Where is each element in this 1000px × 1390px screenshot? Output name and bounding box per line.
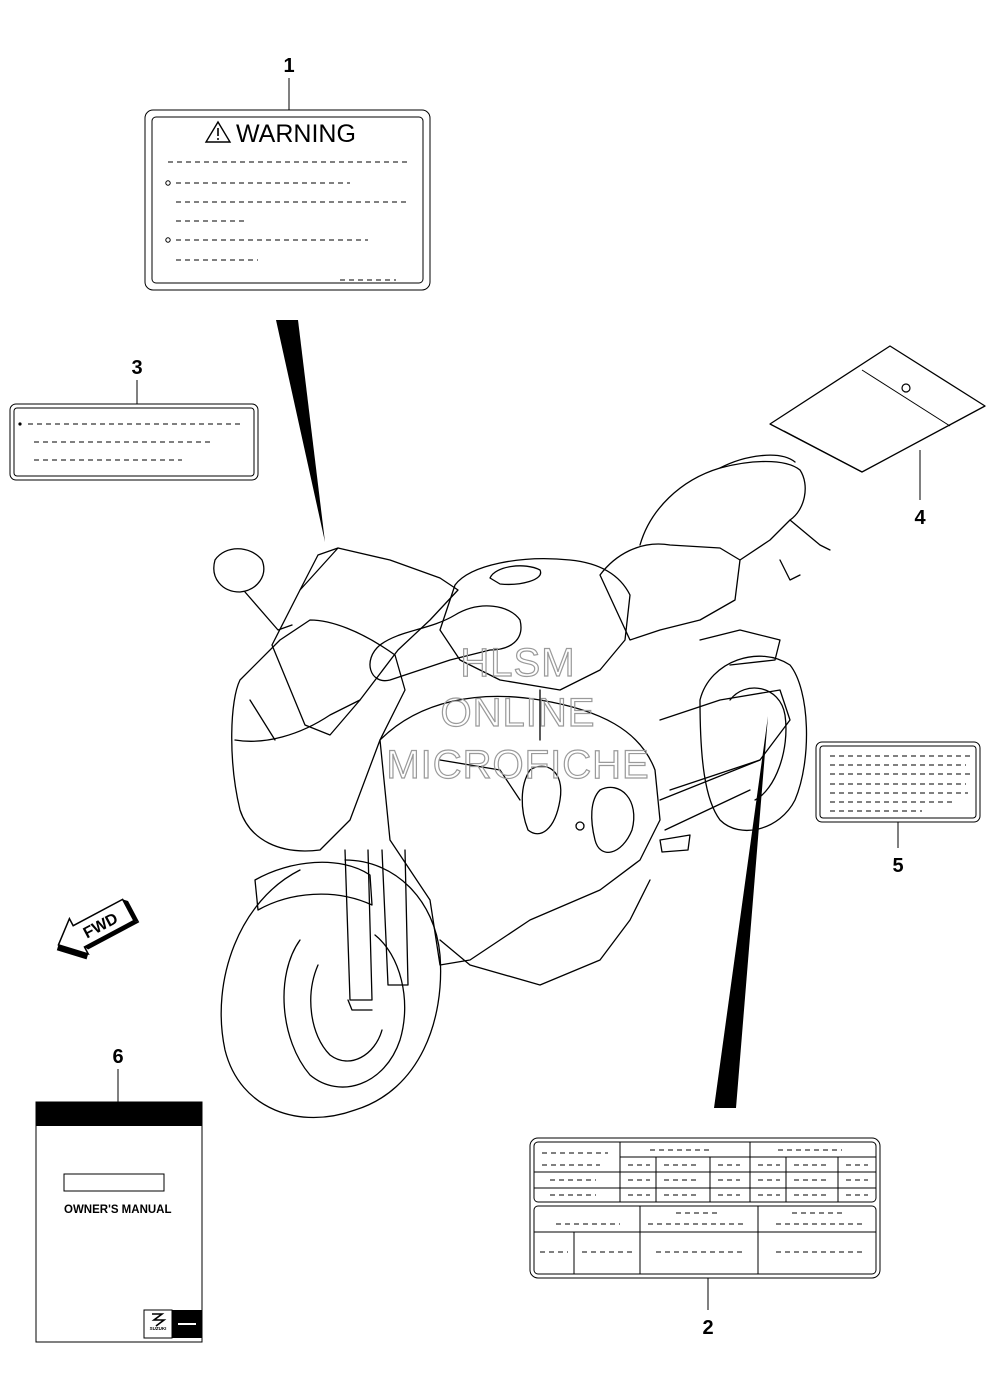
- warning-triangle-icon: [204, 120, 232, 143]
- part-6-owners-manual: 6 OWNER'S MANUAL SUZUKI: [35, 1046, 203, 1343]
- callout-number-5: 5: [892, 855, 903, 877]
- swingarm: [659, 689, 791, 791]
- warning-title: WARNING: [236, 120, 356, 148]
- part-2-spec-label: 2: [529, 1137, 881, 1339]
- leader-blade-2: [714, 716, 768, 1108]
- watermark-line-1: HLSM: [460, 641, 575, 685]
- callout-number-4: 4: [914, 507, 926, 529]
- manual-brand: SUZUKI: [150, 1326, 167, 1331]
- watermark-line-2: ONLINE: [441, 691, 596, 735]
- front-fender: [254, 861, 373, 911]
- watermark: HLSM ONLINE MICROFICHE: [386, 640, 650, 787]
- seat: [599, 543, 741, 641]
- windscreen: [271, 547, 459, 736]
- belly-pan: [439, 879, 651, 986]
- leader-blade-1: [276, 320, 325, 542]
- front-tire: [220, 859, 442, 1118]
- suzuki-logo-icon: SUZUKI: [143, 1309, 173, 1339]
- part-1-warning-label: 1 WARNING: [144, 55, 431, 291]
- rear-tire: [699, 655, 808, 832]
- left-mirror: [213, 548, 265, 593]
- tail-cowl: [639, 460, 806, 561]
- part-5-label: 5: [815, 741, 981, 877]
- callout-number-2: 2: [702, 1317, 713, 1339]
- side-fairing: [379, 695, 661, 966]
- part-4-label: 4: [769, 345, 986, 529]
- fuel-tank: [439, 558, 631, 691]
- handlebar: [369, 605, 522, 682]
- front-fork: [344, 849, 373, 1001]
- part-3-label: 3: [9, 357, 259, 481]
- front-fairing: [231, 619, 406, 852]
- motorcycle-drawing: [213, 454, 831, 1118]
- callout-number-3: 3: [131, 357, 142, 379]
- manual-title: OWNER'S MANUAL: [64, 1204, 172, 1216]
- watermark-line-3: MICROFICHE: [386, 743, 649, 787]
- callout-number-6: 6: [112, 1046, 123, 1068]
- callout-number-1: 1: [283, 55, 294, 77]
- leader-lines: [276, 320, 768, 1108]
- fwd-direction-marker: FWD: [56, 898, 140, 960]
